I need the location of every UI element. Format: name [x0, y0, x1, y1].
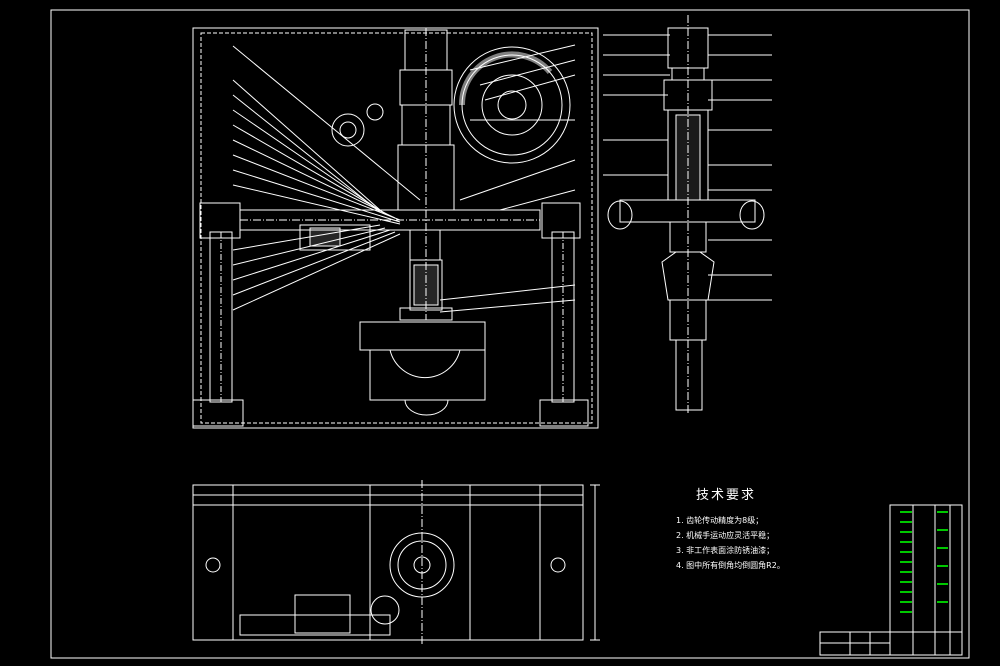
technical-requirements-title: 技术要求 [696, 488, 757, 503]
title-block [819, 504, 963, 656]
technical-requirements: 技术要求 1. 齿轮传动精度为8级； 2. 机械手运动应灵活平稳； 3. 非工作… [676, 484, 785, 573]
sheet-border [50, 9, 970, 659]
top-view [192, 480, 600, 645]
requirement-item: 2. 机械手运动应灵活平稳； [676, 531, 775, 540]
requirement-item: 3. 非工作表面涂防锈油漆； [676, 546, 775, 555]
requirement-item: 1. 齿轮传动精度为8级； [676, 516, 764, 525]
requirement-item: 4. 图中所有倒角均倒圆角R2。 [676, 561, 785, 570]
front-view [192, 27, 599, 429]
side-view [603, 15, 772, 415]
